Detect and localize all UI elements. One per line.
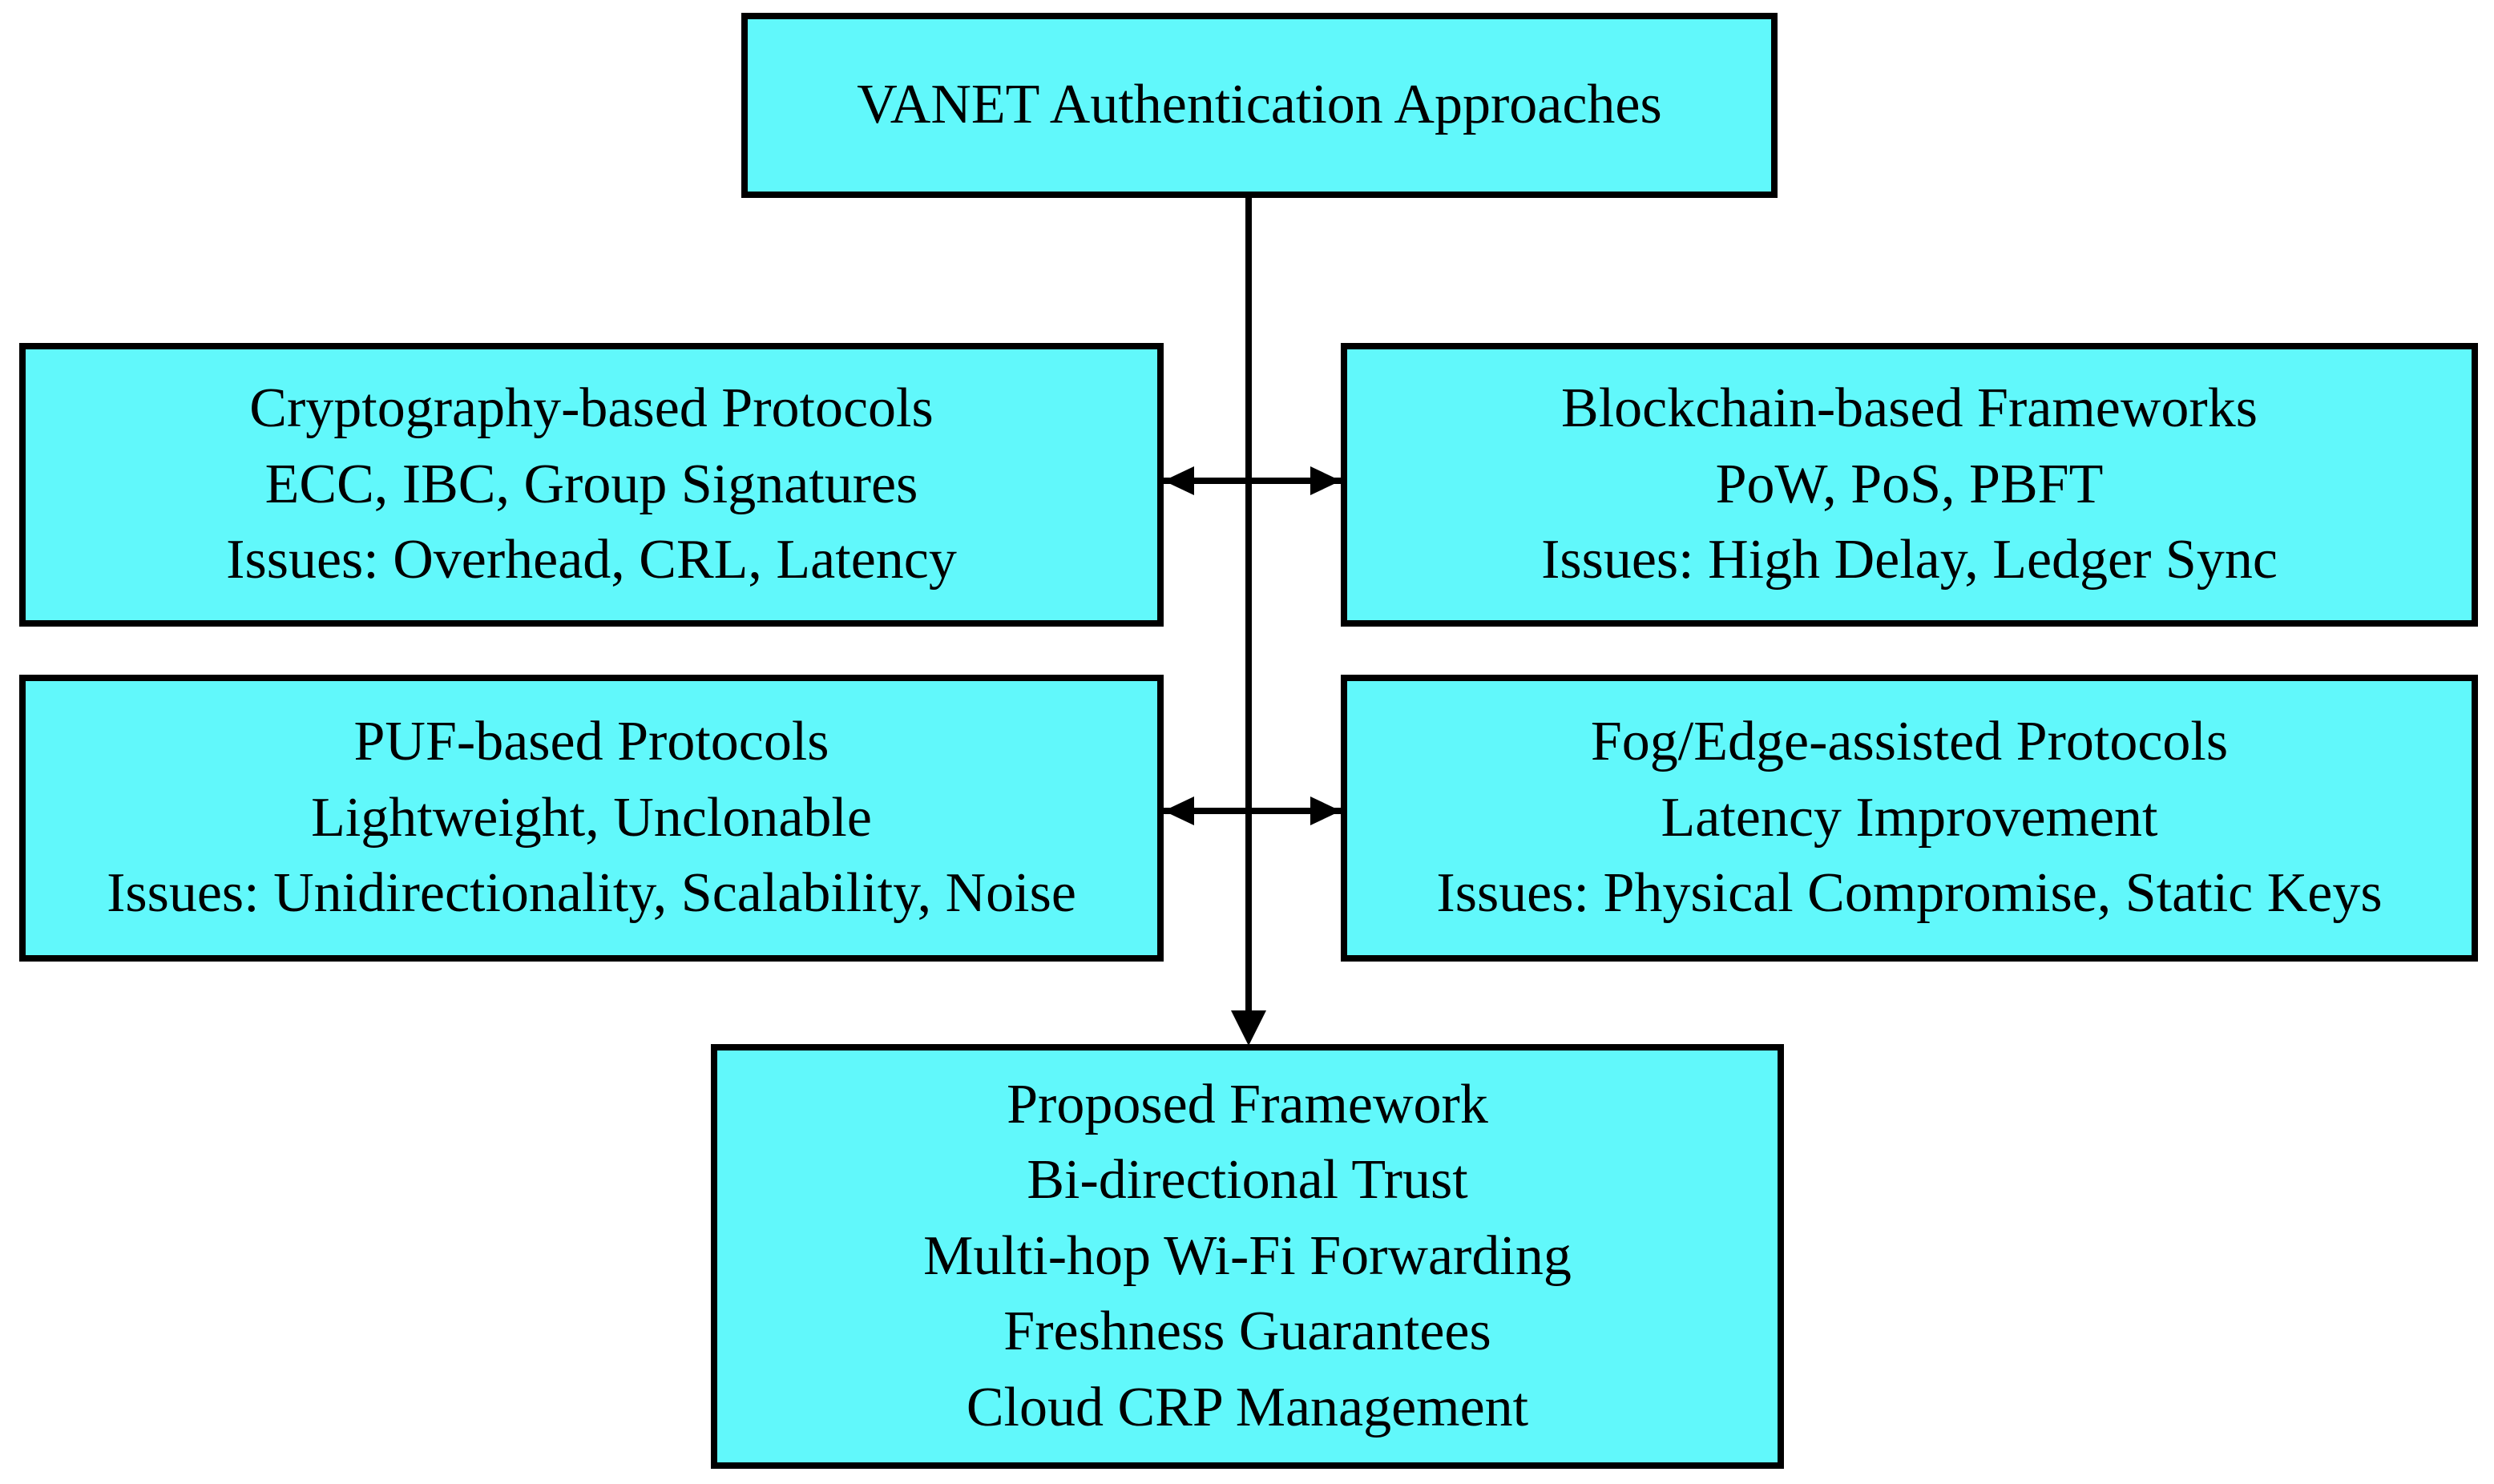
node-blockchain-based-frameworks: Blockchain-based Frameworks PoW, PoS, PB…	[1341, 343, 2478, 627]
arrow-right-icon	[1310, 796, 1341, 825]
node-title: Blockchain-based Frameworks	[1561, 377, 2258, 440]
node-title: Fog/Edge-assisted Protocols	[1590, 711, 2229, 773]
node-detail: Freshness Guarantees	[1003, 1301, 1491, 1363]
root-to-proposed-connector-line	[1245, 198, 1252, 1017]
node-proposed-framework: Proposed Framework Bi-directional Trust …	[711, 1044, 1784, 1469]
node-detail: Bi-directional Trust	[1027, 1149, 1468, 1212]
puf-fog-connector-line	[1164, 808, 1341, 814]
node-title: Proposed Framework	[1007, 1073, 1488, 1135]
node-title: Cryptography-based Protocols	[249, 377, 934, 440]
node-issues: Issues: Physical Compromise, Static Keys	[1436, 862, 2383, 925]
arrow-down-icon	[1231, 1010, 1266, 1046]
node-issues: Issues: Overhead, CRL, Latency	[226, 529, 957, 591]
arrow-left-icon	[1164, 466, 1194, 495]
node-fog-edge-assisted-protocols: Fog/Edge-assisted Protocols Latency Impr…	[1341, 675, 2478, 962]
node-detail: Cloud CRP Management	[966, 1376, 1529, 1438]
node-issues: Issues: High Delay, Ledger Sync	[1541, 529, 2278, 591]
node-issues: Issues: Unidirectionality, Scalability, …	[107, 862, 1076, 925]
node-title: PUF-based Protocols	[353, 711, 829, 773]
node-cryptography-based-protocols: Cryptography-based Protocols ECC, IBC, G…	[19, 343, 1164, 627]
node-detail: PoW, PoS, PBFT	[1715, 453, 2104, 515]
node-detail: Multi-hop Wi-Fi Forwarding	[923, 1224, 1572, 1287]
node-vanet-authentication-approaches: VANET Authentication Approaches	[741, 13, 1778, 198]
node-detail: Lightweight, Unclonable	[311, 786, 872, 849]
node-detail: Latency Improvement	[1661, 786, 2158, 849]
arrow-left-icon	[1164, 796, 1194, 825]
crypto-blockchain-connector-line	[1164, 478, 1341, 484]
node-detail: ECC, IBC, Group Signatures	[264, 453, 918, 515]
node-title: VANET Authentication Approaches	[857, 74, 1662, 136]
node-puf-based-protocols: PUF-based Protocols Lightweight, Unclona…	[19, 675, 1164, 962]
arrow-right-icon	[1310, 466, 1341, 495]
